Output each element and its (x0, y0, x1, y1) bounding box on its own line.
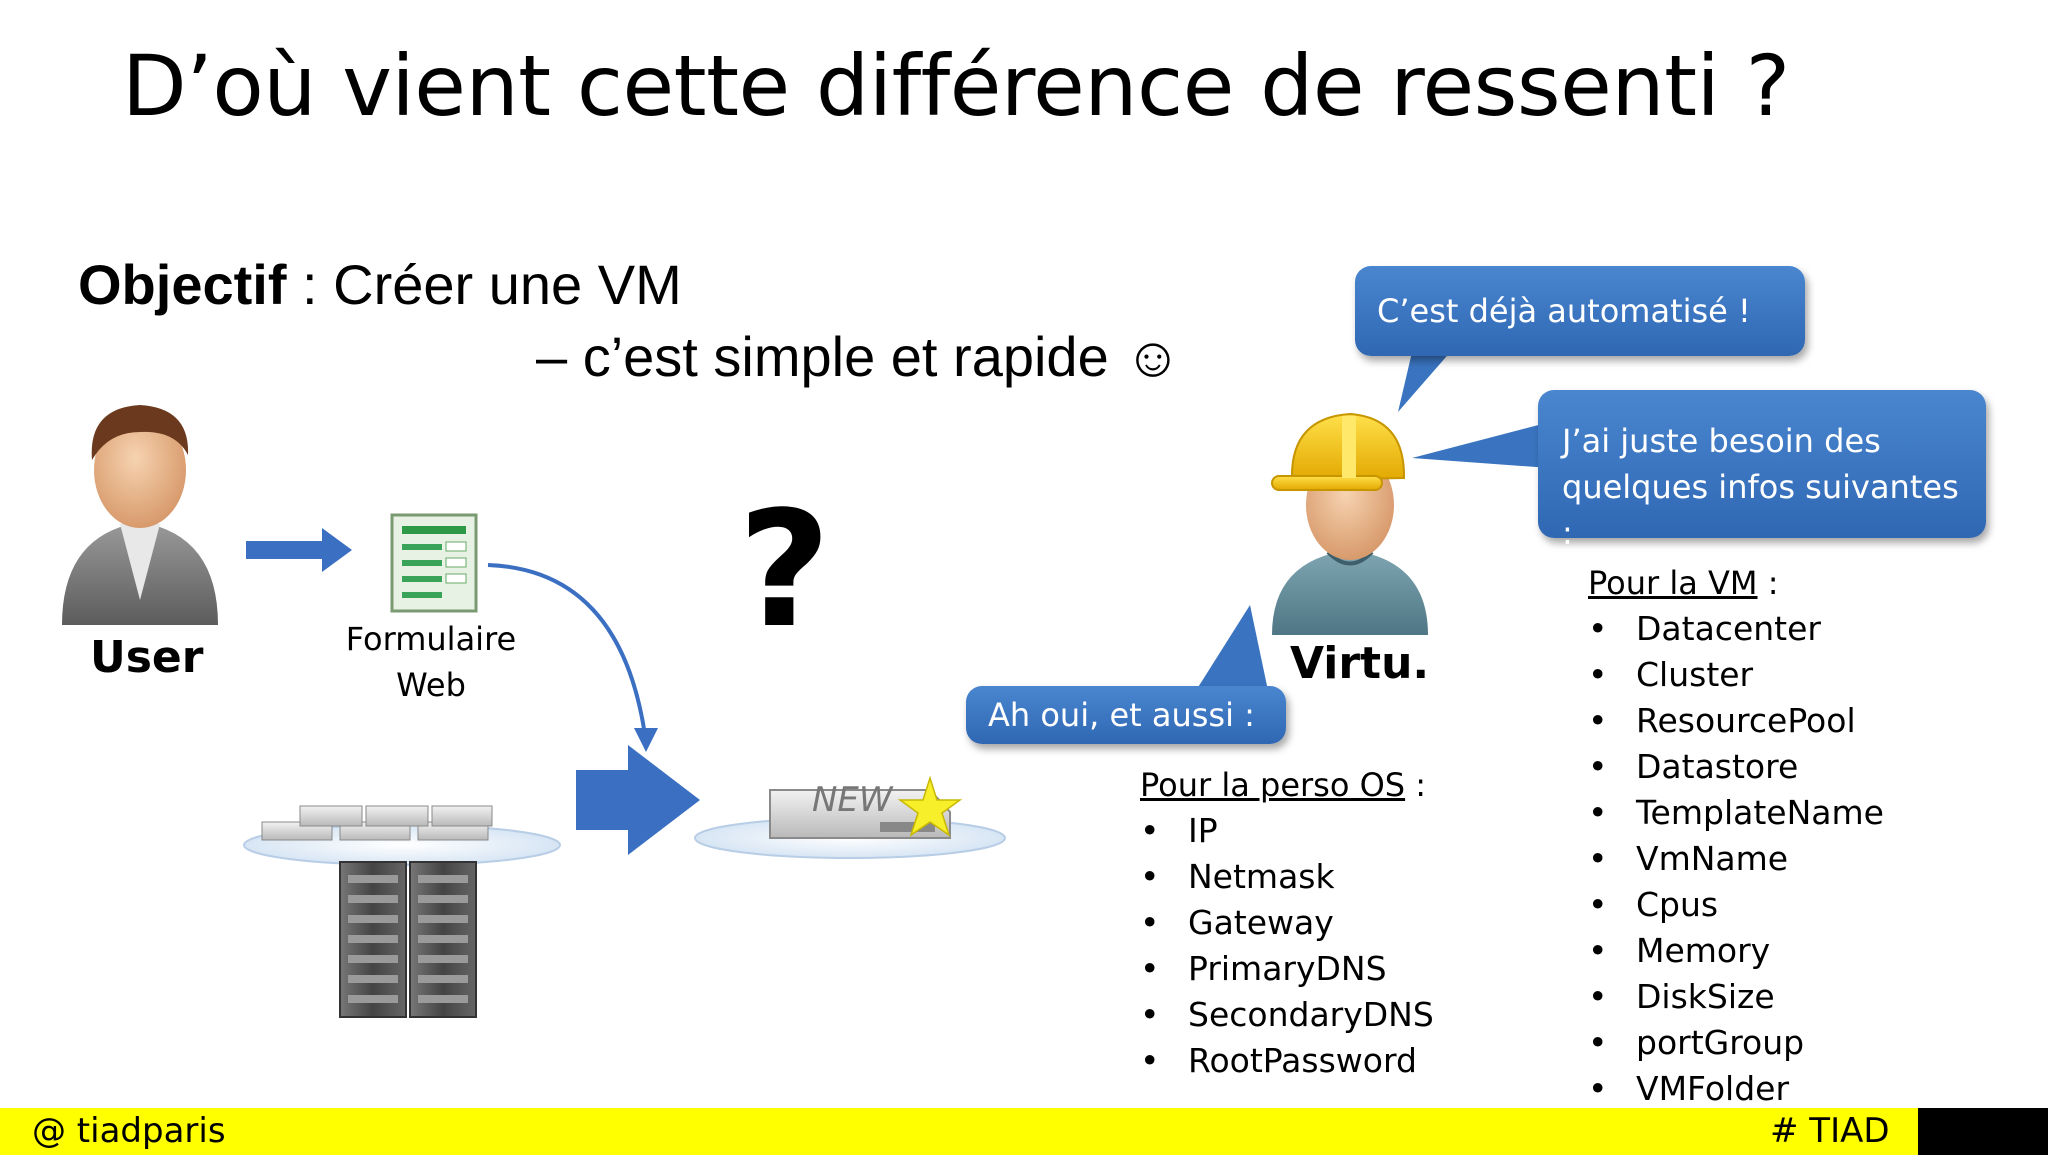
new-vm-icon (694, 775, 1006, 859)
vm-list-item: Datastore (1588, 744, 1884, 790)
vm-list-item: TemplateName (1588, 790, 1884, 836)
objective-line: Objectif : Créer une VM (78, 250, 682, 320)
virtu-label: Virtu. (1290, 638, 1430, 689)
objective-line-2: – c’est simple et rapide ☺ (536, 325, 1182, 388)
vm-list-heading: Pour la VM : (1588, 560, 1778, 612)
objective-bold: Objectif (78, 253, 287, 316)
slide-title: D’où vient cette différence de ressenti … (122, 37, 1790, 135)
question-mark: ? (738, 476, 831, 663)
footer-hashtag: # TIAD (1770, 1111, 1890, 1151)
vm-list-item: Cluster (1588, 652, 1884, 698)
new-badge: NEW (812, 780, 893, 820)
footer-bar (0, 1108, 1918, 1155)
footer-twitter-handle: @ tiadparis (32, 1111, 226, 1151)
objective-text: : Créer une VM (286, 253, 682, 316)
form-label: Formulaire Web (340, 616, 522, 708)
os-list-heading: Pour la perso OS : (1140, 762, 1426, 814)
vm-list-item: DiskSize (1588, 974, 1884, 1020)
os-list-heading-text: Pour la perso OS (1140, 766, 1406, 804)
vm-list-item: VmName (1588, 836, 1884, 882)
speech-bubble-need-info: J’ai juste besoin des quelques infos sui… (1538, 390, 1986, 552)
speech-bubble-also-text: Ah oui, et aussi : (988, 696, 1255, 734)
vm-list-item: portGroup (1588, 1020, 1884, 1066)
vm-list-heading-text: Pour la VM (1588, 564, 1758, 602)
user-label: User (90, 632, 204, 683)
vm-list-item: ResourcePool (1588, 698, 1884, 744)
virtu-person-icon (1271, 412, 1428, 635)
user-person-icon (62, 405, 218, 625)
os-list-item: SecondaryDNS (1140, 992, 1434, 1038)
arrow-right-icon (246, 528, 352, 572)
speech-bubble-need-info-line-1: J’ai juste besoin des (1562, 422, 1881, 460)
web-form-icon (390, 513, 478, 613)
form-label-line-2: Web (396, 666, 466, 704)
os-list-item: Netmask (1140, 854, 1434, 900)
big-arrow-icon (576, 745, 700, 855)
server-farm-icon (243, 805, 561, 1018)
os-list-heading-colon: : (1405, 766, 1427, 804)
curved-arrow-icon (487, 563, 658, 752)
vm-list-item: Memory (1588, 928, 1884, 974)
speech-bubble-automated: C’est déjà automatisé ! (1355, 266, 1805, 356)
vm-list-heading-colon: : (1757, 564, 1779, 602)
bubble-tail-3 (1190, 605, 1270, 700)
footer-black-block (1918, 1108, 2048, 1155)
os-list-item: RootPassword (1140, 1038, 1434, 1084)
form-label-line-1: Formulaire (345, 620, 517, 658)
os-list: IP Netmask Gateway PrimaryDNS SecondaryD… (1140, 808, 1434, 1084)
os-list-item: Gateway (1140, 900, 1434, 946)
speech-bubble-automated-text: C’est déjà automatisé ! (1377, 292, 1751, 330)
bubble-tail-2 (1412, 422, 1550, 468)
speech-bubble-also: Ah oui, et aussi : (966, 686, 1286, 744)
speech-bubble-need-info-line-2: quelques infos suivantes : (1562, 468, 1959, 552)
vm-list-item: Datacenter (1588, 606, 1884, 652)
os-list-item: PrimaryDNS (1140, 946, 1434, 992)
os-list-item: IP (1140, 808, 1434, 854)
vm-list: Datacenter Cluster ResourcePool Datastor… (1588, 606, 1884, 1112)
vm-list-item: Cpus (1588, 882, 1884, 928)
vm-list-item: VMFolder (1588, 1066, 1884, 1112)
